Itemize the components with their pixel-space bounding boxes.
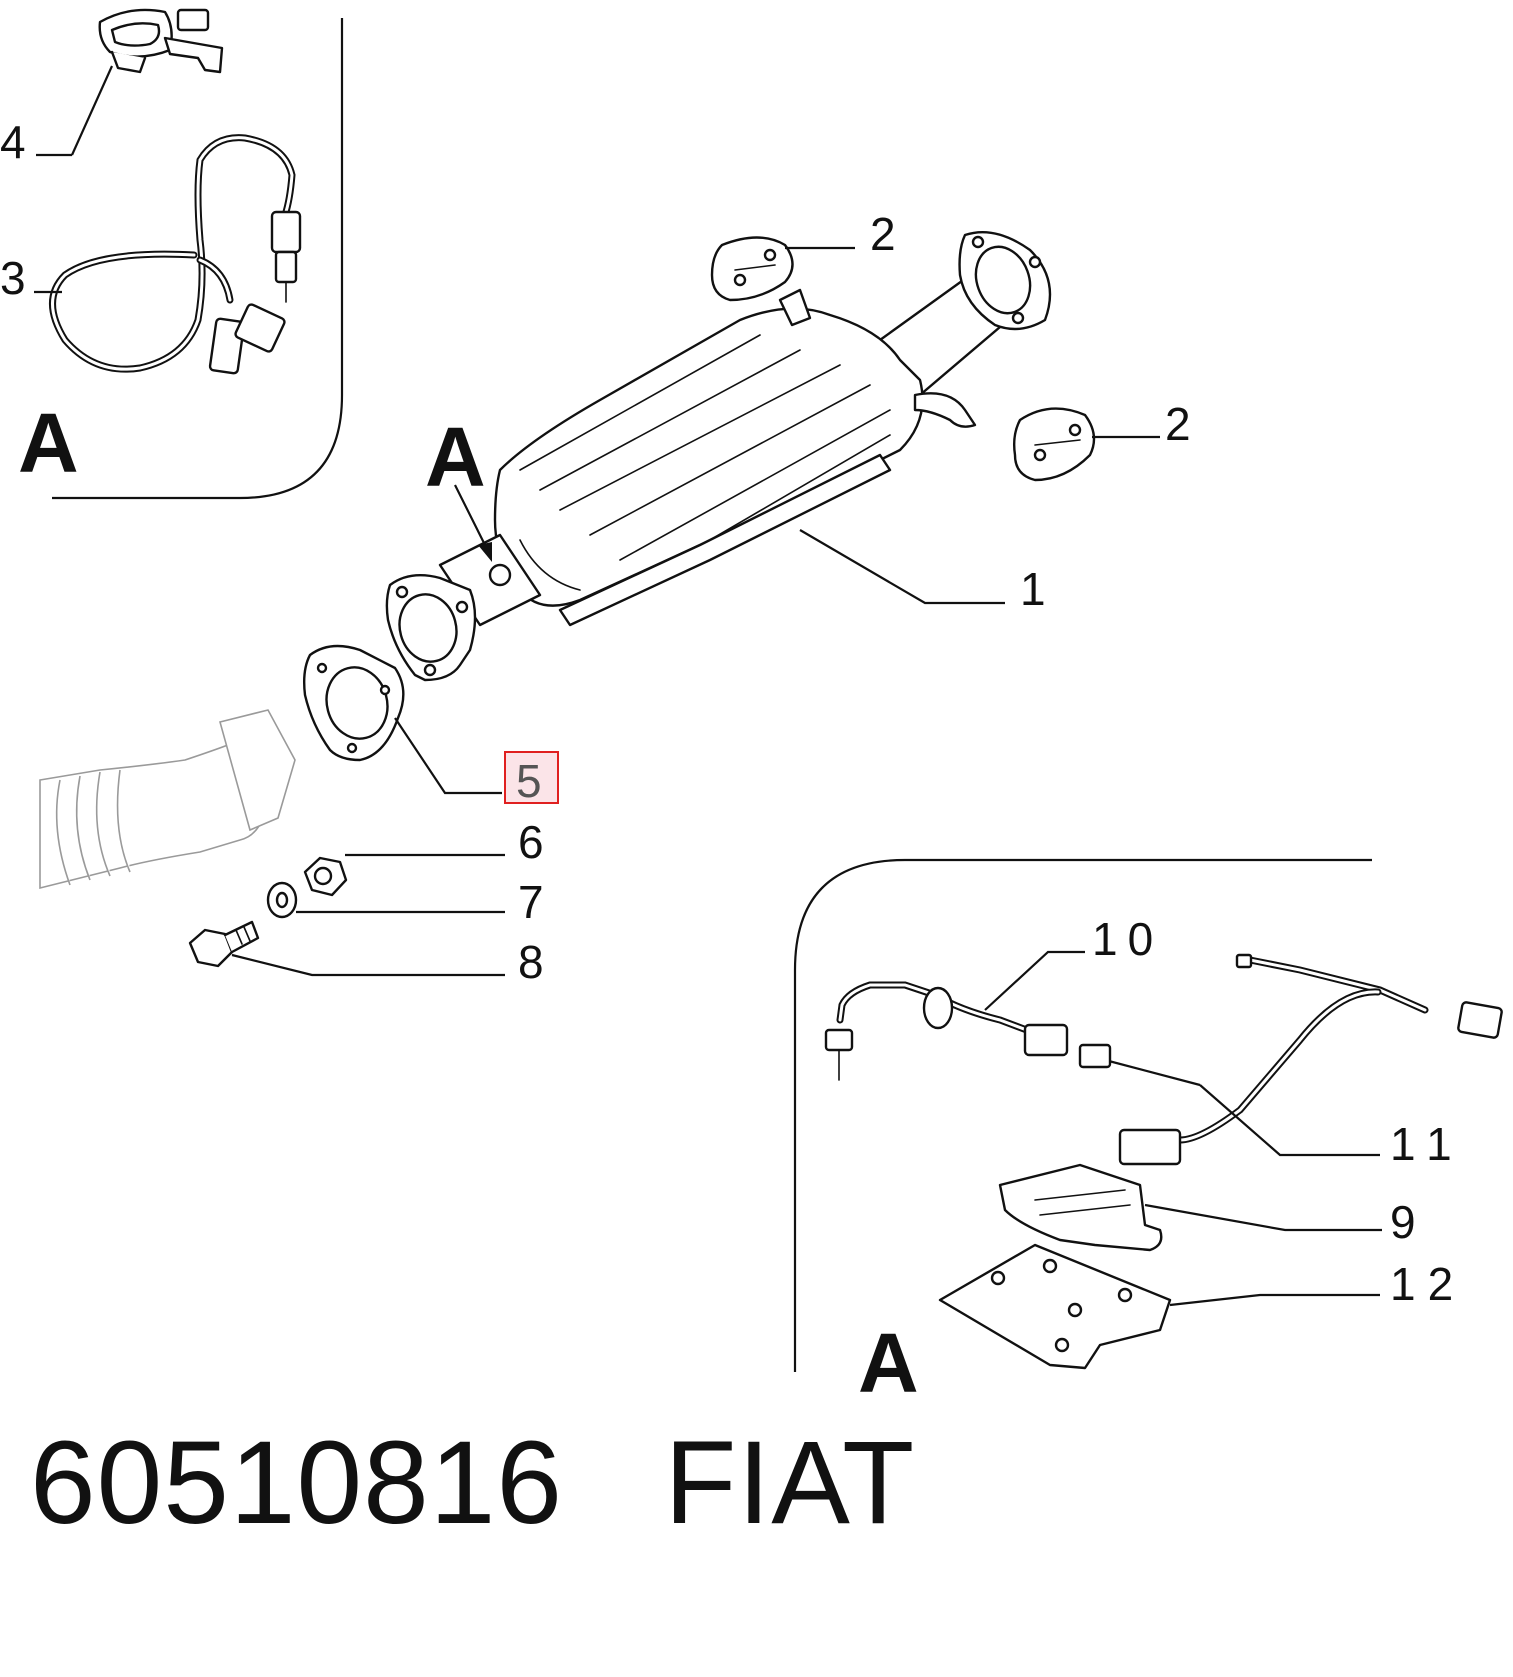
part-7-washer: [266, 881, 298, 919]
callout-4: 4: [0, 116, 26, 168]
callout-11: 11: [1390, 1118, 1466, 1170]
part-1-catalytic-converter: [385, 231, 1052, 682]
part-2-rubber-hanger-lower: [1012, 407, 1096, 482]
inset-a-bottom-right: [793, 858, 1372, 1372]
callout-2-lower: 2: [1165, 398, 1191, 450]
part-8-bolt: [188, 920, 260, 968]
callout-10: 10: [1092, 913, 1163, 965]
callout-5-highlight-box: [504, 751, 559, 804]
section-marker-main: A: [425, 410, 486, 504]
callout-5: 5: [516, 755, 542, 807]
callout-6: 6: [518, 816, 544, 868]
part-12-mounting-plate: [938, 1243, 1172, 1370]
part-10-temperature-sensor: [824, 981, 1069, 1081]
front-exhaust-pipe: [39, 709, 296, 890]
part-number: 60510816: [30, 1417, 564, 1549]
inset-a-top-left: [52, 18, 344, 500]
part-11-wiring-harness: [1078, 953, 1503, 1166]
part-4-clamp: [98, 8, 224, 74]
part-5-gasket: [302, 644, 405, 762]
brand-name: FIAT: [664, 1417, 916, 1549]
part-3-lambda-sensor: [49, 134, 302, 375]
callout-8: 8: [518, 936, 544, 988]
part-6-nut: [303, 856, 348, 897]
callout-7: 7: [518, 876, 544, 928]
part-9-control-unit: [998, 1163, 1163, 1252]
section-marker-inset-bottom-right: A: [858, 1316, 919, 1410]
callout-3: 3: [0, 252, 26, 304]
footer-part-reference: 60510816 FIAT: [30, 1415, 915, 1551]
callout-2-upper: 2: [870, 208, 896, 260]
callout-9: 9: [1390, 1196, 1416, 1248]
callout-1: 1: [1020, 563, 1046, 615]
part-2-rubber-hanger-upper: [710, 236, 794, 302]
callout-12: 12: [1390, 1258, 1465, 1310]
section-marker-inset-top-left: A: [18, 396, 79, 490]
